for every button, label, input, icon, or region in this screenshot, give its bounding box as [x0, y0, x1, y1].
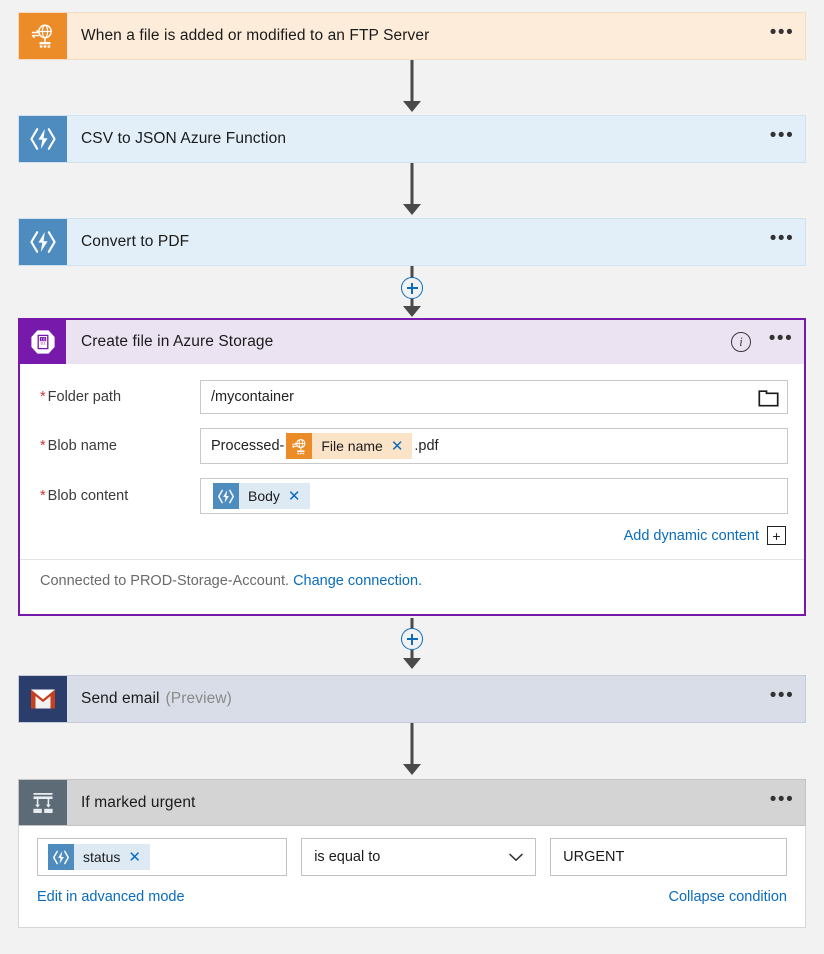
- storage-card-title: Create file in Azure Storage: [81, 333, 274, 350]
- condition-value-input[interactable]: URGENT: [550, 838, 787, 876]
- connector-line: [410, 650, 414, 660]
- required-marker: *: [40, 438, 46, 454]
- azure-function-icon: [213, 483, 239, 509]
- step-menu-button[interactable]: •••: [769, 685, 795, 706]
- storage-connection-footer: Connected to PROD-Storage-Account. Chang…: [20, 559, 804, 589]
- connector-arrow: [403, 204, 421, 215]
- field-row-blob-name: *Blob name Processed-: [40, 428, 788, 464]
- condition-branch-icon: [19, 780, 67, 825]
- token-label: status: [83, 849, 121, 865]
- azure-function-icon: [19, 219, 67, 265]
- step-title: CSV to JSON Azure Function: [81, 130, 287, 147]
- azure-function-icon: [48, 844, 74, 870]
- step-title: If marked urgent: [81, 793, 196, 811]
- condition-left-operand[interactable]: status ✕: [37, 838, 288, 876]
- ftp-globe-icon: [286, 433, 313, 459]
- step-title: Convert to PDF: [81, 233, 190, 250]
- add-dynamic-content-plus-icon[interactable]: +: [767, 526, 786, 545]
- connector-line: [410, 723, 414, 767]
- step-title: Send email(Preview): [81, 690, 232, 707]
- dynamic-token-body[interactable]: Body ✕: [213, 483, 310, 509]
- info-icon[interactable]: i: [724, 320, 758, 364]
- gmail-icon: [19, 676, 67, 722]
- flow-step-create-file-azure-storage[interactable]: 10 01 Create file in Azure Storage i •••…: [18, 318, 806, 616]
- token-remove-button[interactable]: ✕: [128, 848, 141, 866]
- blob-name-prefix: Processed-: [211, 438, 285, 454]
- insert-step-button[interactable]: [401, 628, 423, 650]
- blob-content-label: *Blob content: [40, 488, 129, 504]
- svg-text:01: 01: [41, 341, 46, 346]
- field-row-blob-content: *Blob content Body ✕: [40, 478, 788, 514]
- add-dynamic-content-link[interactable]: Add dynamic content: [623, 527, 759, 544]
- connector-arrow: [403, 101, 421, 112]
- step-title-suffix: (Preview): [165, 690, 232, 707]
- connector-line: [410, 60, 414, 104]
- connection-text: Connected to PROD-Storage-Account.: [40, 573, 290, 589]
- flow-step-csv-to-json[interactable]: CSV to JSON Azure Function •••: [18, 115, 806, 163]
- step-menu-button[interactable]: •••: [769, 788, 795, 810]
- field-row-folder-path: *Folder path /mycontainer: [40, 380, 788, 414]
- dynamic-token-status[interactable]: status ✕: [48, 844, 150, 870]
- connector-arrow: [403, 306, 421, 317]
- svg-text:10: 10: [41, 337, 46, 342]
- blob-name-suffix: .pdf: [414, 438, 439, 454]
- token-label: Body: [248, 488, 280, 504]
- flow-step-if-marked-urgent[interactable]: If marked urgent •••: [18, 779, 806, 826]
- flow-step-convert-to-pdf[interactable]: Convert to PDF •••: [18, 218, 806, 266]
- step-menu-button[interactable]: •••: [769, 125, 795, 146]
- connector-line: [410, 163, 414, 207]
- connector-line: [410, 266, 414, 284]
- info-icon-glyph: i: [731, 332, 751, 352]
- change-connection-link[interactable]: Change connection.: [293, 573, 423, 589]
- azure-function-icon: [19, 116, 67, 162]
- step-title: When a file is added or modified to an F…: [81, 27, 430, 44]
- required-marker: *: [40, 389, 46, 405]
- add-dynamic-content-row: Add dynamic content +: [40, 526, 788, 545]
- edit-advanced-mode-link[interactable]: Edit in advanced mode: [37, 889, 185, 905]
- chevron-down-icon: [509, 853, 527, 862]
- blob-name-label: *Blob name: [40, 438, 117, 454]
- condition-links: Edit in advanced mode Collapse condition: [37, 889, 787, 905]
- blob-content-input[interactable]: Body ✕: [200, 478, 788, 514]
- blob-name-input[interactable]: Processed-: [200, 428, 788, 464]
- folder-path-label: *Folder path: [40, 389, 122, 405]
- condition-value: URGENT: [563, 849, 625, 865]
- azure-storage-icon: 10 01: [20, 320, 66, 364]
- condition-editor: status ✕ is equal to URGENT Edit in adva…: [18, 826, 806, 928]
- ftp-globe-icon: [19, 13, 67, 59]
- condition-row: status ✕ is equal to URGENT: [37, 838, 787, 876]
- connector-arrow: [403, 764, 421, 775]
- token-remove-button[interactable]: ✕: [287, 487, 301, 505]
- folder-path-value: /mycontainer: [211, 389, 295, 405]
- flow-step-send-email[interactable]: Send email(Preview) •••: [18, 675, 806, 723]
- token-label: File name: [321, 438, 383, 454]
- step-menu-button[interactable]: •••: [769, 22, 795, 43]
- connector-line: [410, 618, 414, 634]
- token-remove-button[interactable]: ✕: [390, 437, 404, 455]
- flow-step-ftp-trigger[interactable]: When a file is added or modified to an F…: [18, 12, 806, 60]
- folder-path-input[interactable]: /mycontainer: [200, 380, 788, 414]
- storage-card-body: *Folder path /mycontainer *Blob name: [20, 364, 804, 545]
- insert-step-button[interactable]: [401, 277, 423, 299]
- storage-card-menu-button[interactable]: •••: [768, 328, 794, 349]
- collapse-condition-link[interactable]: Collapse condition: [668, 889, 788, 905]
- folder-icon[interactable]: [758, 388, 779, 407]
- storage-card-header[interactable]: 10 01 Create file in Azure Storage i •••: [20, 320, 804, 364]
- step-menu-button[interactable]: •••: [769, 228, 795, 249]
- connector-arrow: [403, 658, 421, 669]
- condition-operator-select[interactable]: is equal to: [301, 838, 537, 876]
- required-marker: *: [40, 488, 46, 504]
- dynamic-token-file-name[interactable]: File name ✕: [286, 433, 413, 459]
- connector-line: [410, 299, 414, 308]
- condition-operator-value: is equal to: [314, 849, 381, 865]
